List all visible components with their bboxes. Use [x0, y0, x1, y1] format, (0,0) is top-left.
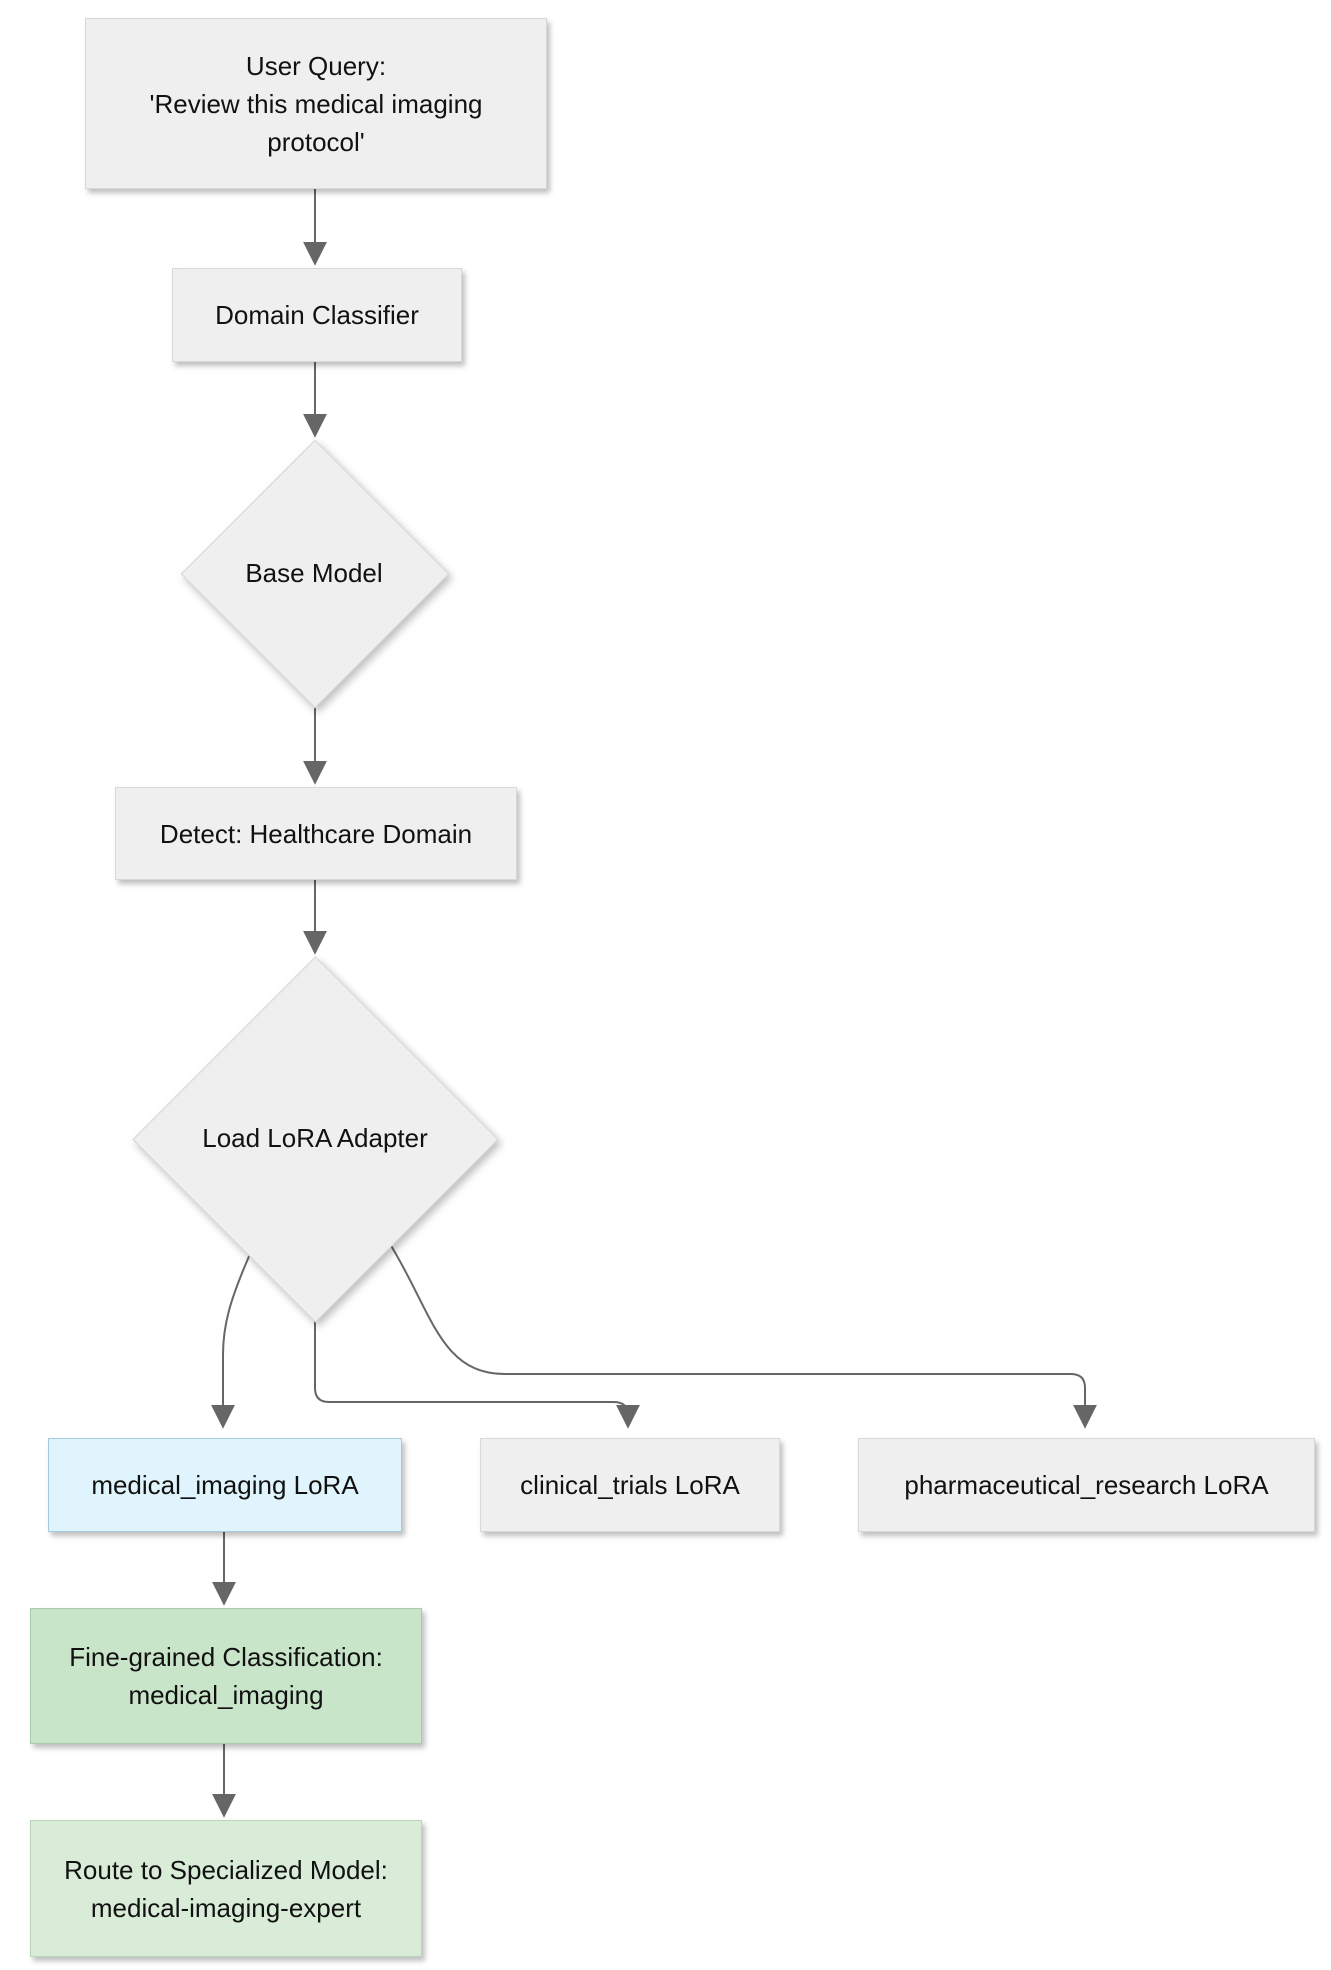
node-medical-imaging-lora-label: medical_imaging LoRA [91, 1470, 359, 1500]
node-fine-grained-classification-label: Fine-grained Classification: medical_ima… [69, 1642, 383, 1710]
node-load-lora-adapter-decision [132, 956, 499, 1323]
node-medical-imaging-lora: medical_imaging LoRA [48, 1438, 402, 1532]
edge-loadlora-medical [211, 1253, 251, 1429]
edge-loadlora-pharma [389, 1243, 1097, 1429]
node-route-to-specialized-model-label: Route to Specialized Model: medical-imag… [64, 1854, 388, 1923]
node-clinical-trials-lora: clinical_trials LoRA [480, 1438, 780, 1532]
node-user-query-label: User Query: 'Review this medical imaging… [149, 50, 483, 157]
node-route-to-specialized-model: Route to Specialized Model: medical-imag… [30, 1820, 422, 1957]
node-clinical-trials-lora-label: clinical_trials LoRA [520, 1470, 740, 1500]
node-base-model-decision [180, 439, 450, 709]
node-pharmaceutical-research-lora-label: pharmaceutical_research LoRA [904, 1470, 1269, 1500]
node-fine-grained-classification: Fine-grained Classification: medical_ima… [30, 1608, 422, 1744]
node-domain-classifier-label: Domain Classifier [215, 300, 419, 330]
node-pharmaceutical-research-lora: pharmaceutical_research LoRA [858, 1438, 1315, 1532]
edge-loadlora-clinical [314, 1319, 640, 1429]
node-user-query: User Query: 'Review this medical imaging… [85, 18, 547, 189]
node-detect-healthcare-domain: Detect: Healthcare Domain [115, 787, 517, 880]
node-domain-classifier: Domain Classifier [172, 268, 462, 362]
node-detect-healthcare-label: Detect: Healthcare Domain [159, 818, 473, 849]
